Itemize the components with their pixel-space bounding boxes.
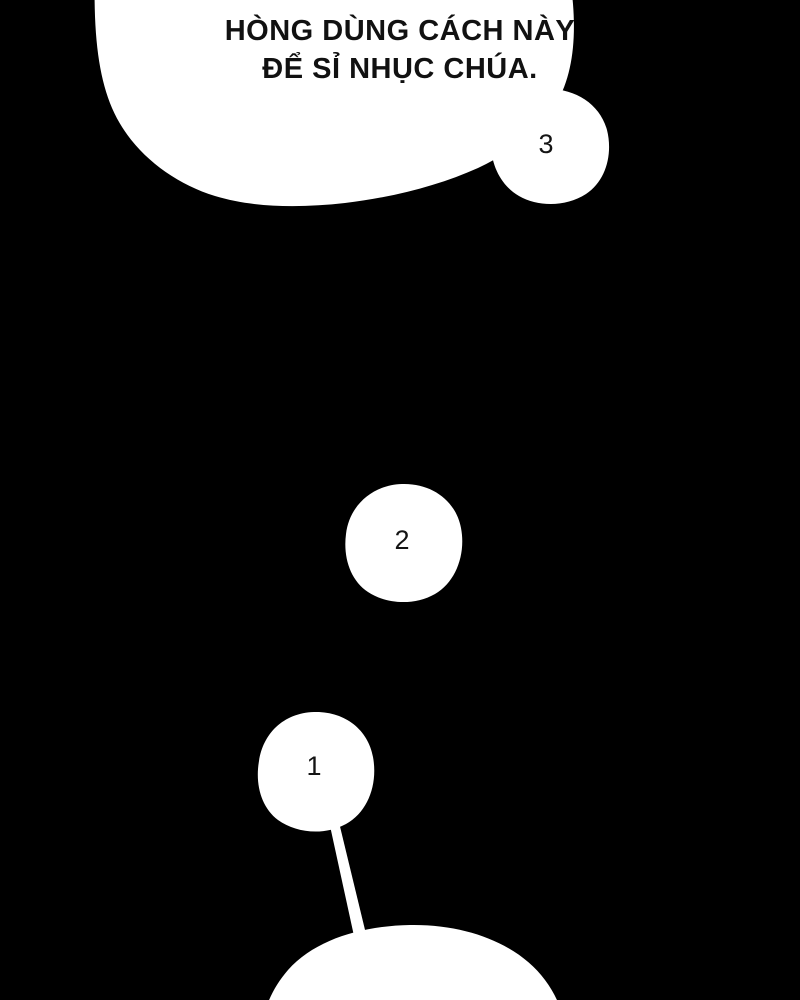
dialogue-line-1: HÒNG DÙNG CÁCH NÀY <box>224 15 576 47</box>
marker-3-label: 3 <box>538 129 554 159</box>
dialogue-bubble-lower-shape <box>269 924 557 1000</box>
bubble-tail-connector <box>327 810 366 936</box>
dialogue-bubble-upper-shape <box>94 0 574 207</box>
marker-1-shape <box>257 711 375 832</box>
marker-2-label: 2 <box>394 525 410 555</box>
marker-3-shape <box>490 88 610 205</box>
marker-2-shape <box>345 483 463 603</box>
dialogue-line-2: ĐỂ SỈ NHỤC CHÚA. <box>262 53 538 85</box>
marker-1-label: 1 <box>306 751 322 781</box>
